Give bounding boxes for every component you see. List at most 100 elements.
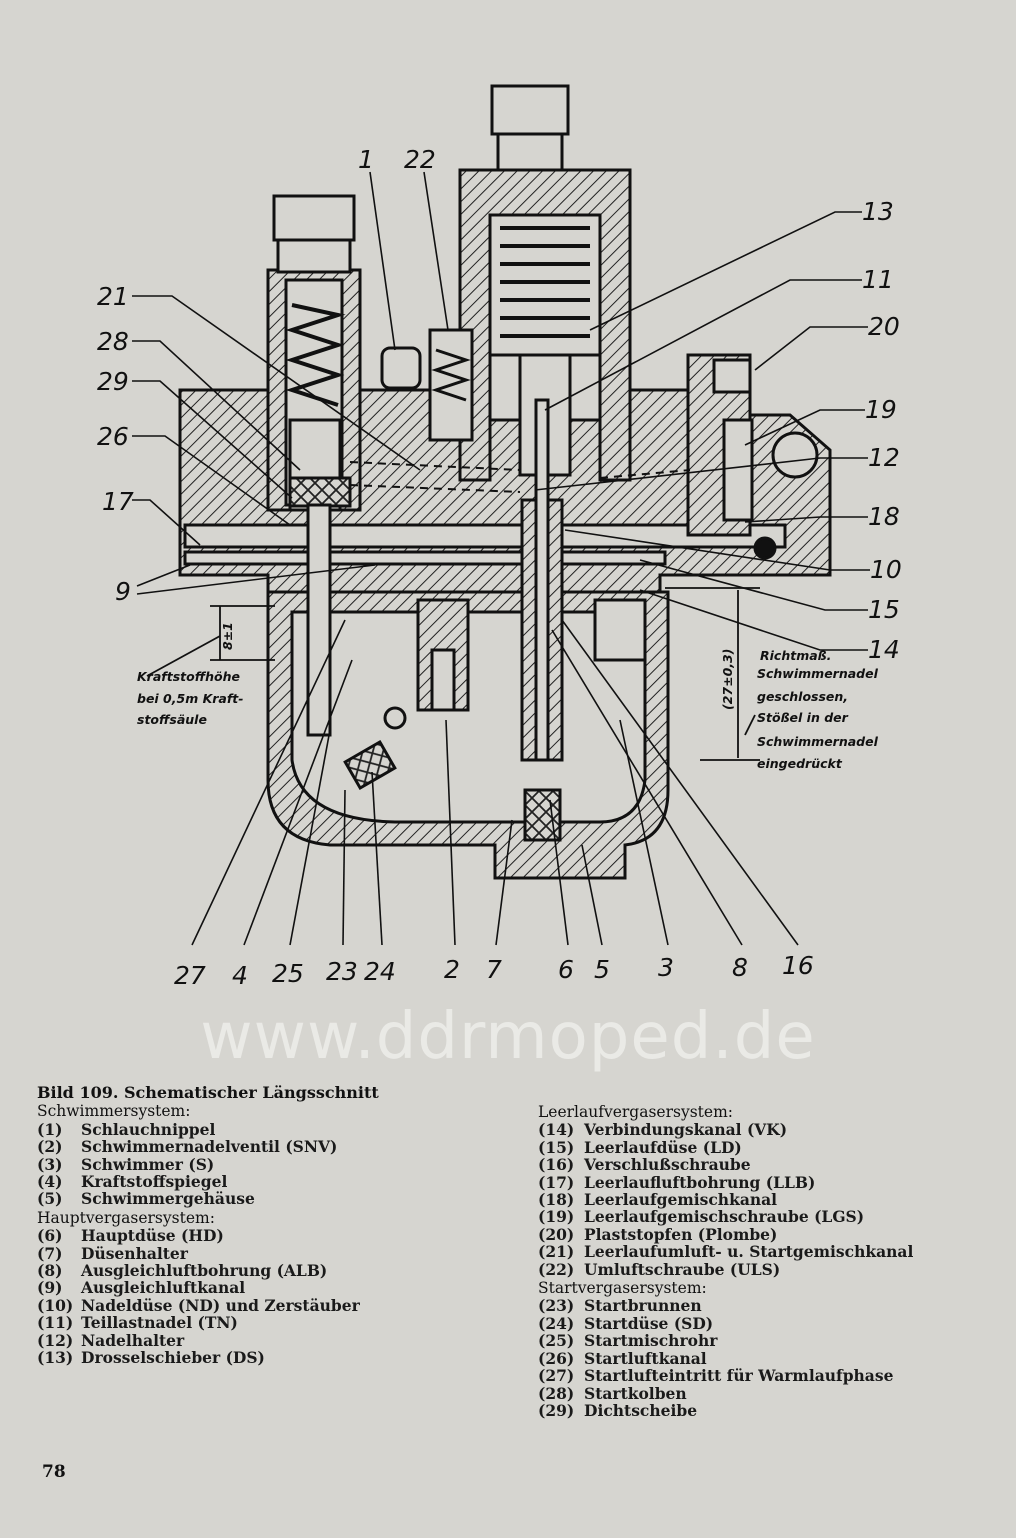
throttle-spring [500, 226, 590, 338]
item-text: Startbrunnen [584, 1296, 702, 1316]
legend-item: (27)Startlufteintritt für Warmlaufphase [538, 1366, 913, 1386]
item-text: Kraftstoffspiegel [81, 1172, 228, 1192]
legend-item: (12)Nadelhalter [37, 1330, 379, 1350]
legend-group-start-system: Startvergasersystem: (23) Startbrunnen (2… [538, 1279, 913, 1420]
item-number: (22) [538, 1259, 575, 1279]
legend-item: (16) Verschlußschraube [538, 1155, 913, 1175]
legend-left-column: Bild 109. Schematischer Längsschnitt Sch… [37, 1084, 379, 1367]
callout-2: 2 [444, 955, 460, 984]
callout-25: 25 [272, 959, 304, 988]
callouts: 1 22 13 11 20 19 12 18 10 15 14 21 28 29… [97, 145, 902, 990]
watermark: www.ddrmoped.de [200, 1000, 816, 1074]
item-text: Verschlußschraube [584, 1155, 751, 1175]
float [593, 598, 647, 662]
item-text: Nadeldüse (ND) und Zerstäuber [81, 1295, 360, 1315]
callout-13: 13 [862, 197, 894, 226]
float-pivot [383, 706, 407, 730]
item-text: Ausgleichluftkanal [81, 1278, 246, 1298]
legend-item: (13)Drosselschieber (DS) [37, 1348, 379, 1368]
legend-item: (15)Leerlaufdüse (LD) [538, 1137, 913, 1157]
item-number: (3) [37, 1154, 63, 1174]
plastic-plug [712, 358, 752, 394]
float-note-1: Richtmaß. [760, 648, 831, 663]
item-text: Nadelhalter [81, 1330, 185, 1350]
air-channel [183, 523, 787, 549]
start-spring [285, 303, 346, 407]
group-heading: Startvergasersystem: [538, 1279, 707, 1298]
item-text: Leerlaufgemischschraube (LGS) [584, 1207, 865, 1227]
callout-15: 15 [868, 595, 900, 624]
item-number: (8) [37, 1261, 63, 1281]
item-number: (25) [538, 1331, 575, 1351]
item-text: Leerlaufgemischkanal [584, 1190, 778, 1210]
fuel-level-note-3: stoffsäule [137, 712, 207, 727]
callout-21: 21 [97, 282, 129, 311]
callout-23: 23 [326, 957, 358, 986]
idle-ball [753, 536, 777, 560]
item-number: (9) [37, 1278, 63, 1298]
item-number: (13) [37, 1348, 74, 1368]
item-number: (2) [37, 1137, 63, 1157]
bypass-channel [349, 461, 691, 493]
item-number: (23) [538, 1296, 575, 1316]
float-note-4: Stößel in der [757, 710, 849, 725]
legend-item: (14)Verbindungskanal (VK) [538, 1120, 913, 1140]
carburetor-section-diagram: 8±1 Kraftstoffhöhe bei 0,5m Kraft- stoff… [97, 84, 902, 990]
idle-mixture-screw [722, 418, 754, 522]
idle-channel [183, 550, 667, 566]
legend-group-main-system: Hauptvergasersystem: (6)Hauptdüse (HD) (… [37, 1208, 379, 1368]
callout-6: 6 [558, 955, 574, 984]
item-text: Dichtscheibe [584, 1400, 698, 1420]
group-heading: Hauptvergasersystem: [37, 1208, 215, 1227]
legend-item: (5) Schwimmergehäuse [37, 1189, 379, 1209]
item-text: Startdüse (SD) [584, 1313, 714, 1333]
start-jet [343, 739, 397, 791]
top-nut-lower [496, 132, 564, 172]
bypass-spring [431, 348, 471, 402]
legend-item: (24) Startdüse (SD) [538, 1313, 913, 1333]
top-nut [490, 84, 570, 136]
legend-item: (9) Ausgleichluftkanal [37, 1278, 379, 1298]
legend-item: (7) Düsenhalter [37, 1243, 379, 1263]
start-piston-nut [272, 194, 356, 242]
float-valve-needle [430, 648, 456, 712]
idle-boss [771, 431, 819, 479]
item-text: Teillastnadel (TN) [81, 1313, 238, 1333]
item-number: (18) [538, 1190, 575, 1210]
item-number: (15) [538, 1137, 575, 1157]
float-dimension: (27±0,3) [720, 649, 735, 710]
legend-item: (6)Hauptdüse (HD) [37, 1226, 379, 1246]
item-text: Hauptdüse (HD) [81, 1226, 224, 1246]
item-text: Startlufteintritt für Warmlaufphase [584, 1366, 894, 1386]
callout-8: 8 [732, 953, 748, 982]
item-number: (26) [538, 1348, 575, 1368]
callout-7: 7 [486, 955, 502, 984]
item-text: Düsenhalter [81, 1243, 188, 1263]
legend-item: (23) Startbrunnen [538, 1296, 913, 1316]
item-number: (5) [37, 1189, 63, 1209]
callout-14: 14 [868, 635, 900, 664]
legend-item: (3)Schwimmer (S) [37, 1154, 379, 1174]
callout-12: 12 [868, 443, 900, 472]
callout-16: 16 [782, 951, 814, 980]
callout-24: 24 [364, 957, 396, 986]
legend-item: (29)Dichtscheibe [538, 1400, 913, 1420]
item-number: (24) [538, 1313, 575, 1333]
group-heading: Leerlaufvergasersystem: [538, 1103, 733, 1121]
legend-item: (18) Leerlaufgemischkanal [538, 1190, 913, 1210]
item-number: (7) [37, 1243, 63, 1263]
figure-title: Bild 109. Schematischer Längsschnitt [37, 1083, 379, 1102]
legend-item: (8)Ausgleichluftbohrung (ALB) [37, 1261, 379, 1281]
item-number: (14) [538, 1120, 575, 1140]
item-number: (16) [538, 1155, 575, 1175]
callout-20: 20 [868, 312, 900, 341]
item-text: Umluftschraube (ULS) [584, 1259, 781, 1279]
item-text: Schwimmergehäuse [81, 1189, 255, 1209]
fuel-level-note-1: Kraftstoffhöhe [137, 669, 240, 684]
legend-item: (4)Kraftstoffspiegel [37, 1172, 379, 1192]
item-number: (21) [538, 1242, 575, 1262]
hose-nipple [380, 346, 422, 390]
callout-27: 27 [174, 961, 206, 990]
dimensions [146, 587, 760, 761]
callout-5: 5 [594, 955, 610, 984]
